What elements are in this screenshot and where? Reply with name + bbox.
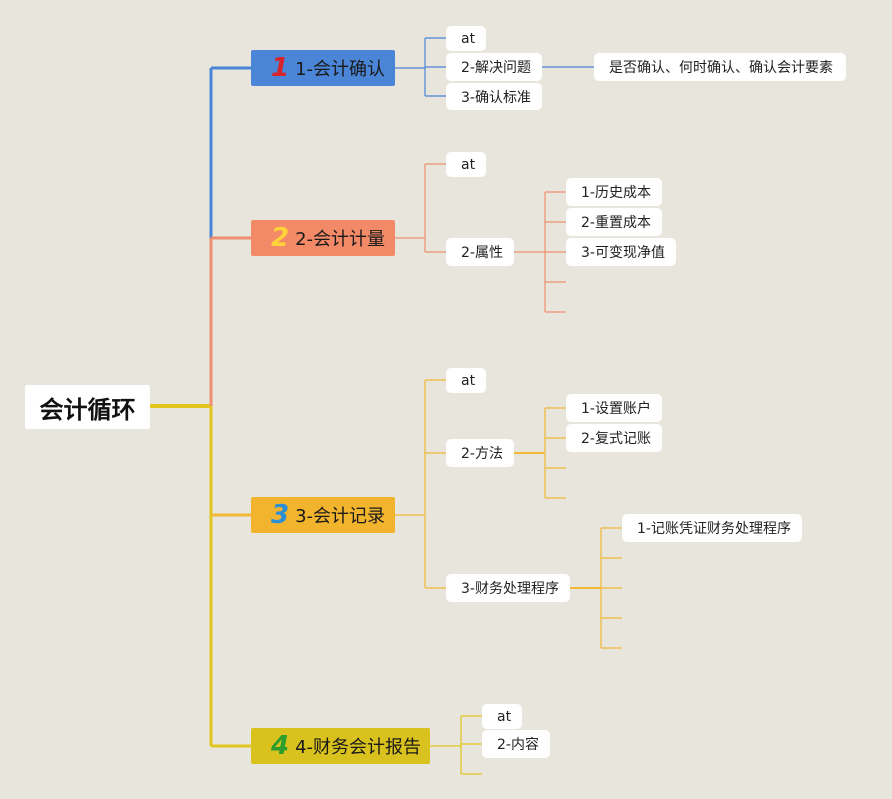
subtopic-1-problem-detail[interactable]: 是否确认、何时确认、确认会计要素 — [594, 53, 846, 81]
root-topic[interactable]: 会计循环 — [25, 385, 150, 429]
subtopic-label: at — [461, 372, 476, 389]
branch-topic-2[interactable]: 2 2-会计计量 — [251, 220, 395, 256]
subtopic-label: at — [461, 156, 476, 173]
subtopic-1-problem[interactable]: 2-解决问题 — [446, 53, 542, 81]
subtopic-1-criteria[interactable]: 3-确认标准 — [446, 83, 542, 110]
subtopic-2-historical-cost[interactable]: 1-历史成本 — [566, 178, 662, 206]
subtopic-label: 1-历史成本 — [581, 185, 651, 201]
subtopic-1-at[interactable]: at — [446, 26, 486, 51]
number-2-icon: 2 — [271, 223, 290, 253]
number-3-icon: 3 — [271, 500, 290, 530]
root-topic-label: 会计循环 — [39, 395, 136, 424]
branch-topic-4-label: 4-财务会计报告 — [295, 737, 422, 758]
subtopic-3-at[interactable]: at — [446, 368, 486, 393]
subtopic-3-double-entry[interactable]: 2-复式记账 — [566, 424, 662, 452]
subtopic-label: 1-设置账户 — [581, 401, 651, 417]
branch-topic-1-label: 1-会计确认 — [295, 59, 386, 80]
branch-topic-3[interactable]: 3 3-会计记录 — [251, 497, 395, 533]
subtopic-2-attribute[interactable]: 2-属性 — [446, 238, 514, 266]
branch-2-lines — [395, 163, 566, 313]
subtopic-3-procedure[interactable]: 3-财务处理程序 — [446, 574, 570, 602]
subtopic-3-set-accounts[interactable]: 1-设置账户 — [566, 394, 662, 422]
subtopic-4-at[interactable]: at — [482, 704, 522, 729]
subtopic-label: 2-属性 — [461, 245, 503, 261]
number-4-icon: 4 — [271, 731, 290, 761]
subtopic-label: at — [497, 708, 512, 725]
branch-4-lines — [430, 715, 482, 775]
subtopic-label: 3-财务处理程序 — [461, 581, 559, 597]
subtopic-label: 2-方法 — [461, 446, 503, 462]
subtopic-4-content[interactable]: 2-内容 — [482, 730, 550, 758]
branch-topic-2-label: 2-会计计量 — [295, 229, 386, 250]
subtopic-label: 2-复式记账 — [581, 431, 651, 447]
subtopic-label: 2-解决问题 — [461, 60, 531, 76]
subtopic-3-method[interactable]: 2-方法 — [446, 439, 514, 467]
subtopic-2-replacement-cost[interactable]: 2-重置成本 — [566, 208, 662, 236]
branch-topic-3-label: 3-会计记录 — [295, 506, 386, 527]
subtopic-3-voucher-procedure[interactable]: 1-记账凭证财务处理程序 — [622, 514, 802, 542]
subtopic-label: 2-内容 — [497, 737, 539, 753]
subtopic-label: 3-确认标准 — [461, 89, 531, 106]
subtopic-2-at[interactable]: at — [446, 152, 486, 177]
subtopic-label: 3-可变现净值 — [581, 245, 665, 261]
subtopic-label: 1-记账凭证财务处理程序 — [637, 521, 791, 537]
number-1-icon: 1 — [271, 53, 290, 83]
subtopic-2-net-realizable[interactable]: 3-可变现净值 — [566, 238, 676, 266]
subtopic-label: 2-重置成本 — [581, 215, 651, 231]
branch-topic-1[interactable]: 1 1-会计确认 — [251, 50, 395, 86]
branch-1-lines — [395, 37, 594, 97]
branch-topic-4[interactable]: 4 4-财务会计报告 — [251, 728, 430, 764]
subtopic-label: at — [461, 30, 476, 47]
subtopic-label: 是否确认、何时确认、确认会计要素 — [609, 60, 833, 76]
